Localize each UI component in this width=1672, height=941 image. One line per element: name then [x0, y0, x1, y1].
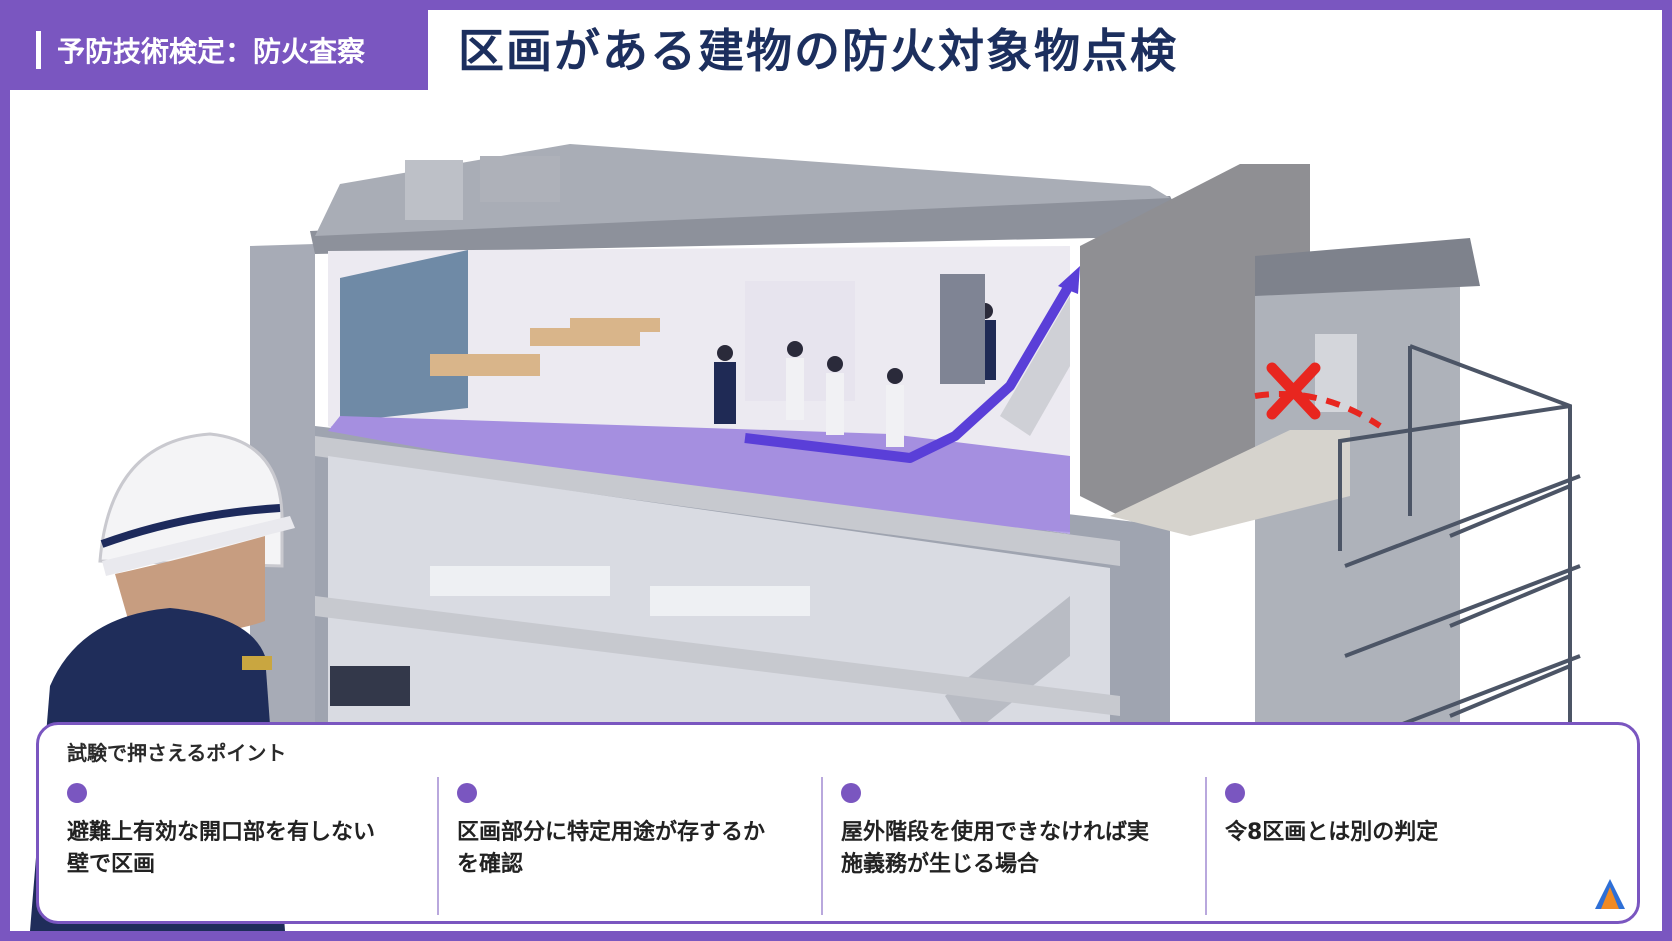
column-divider	[821, 777, 823, 915]
point-item: 屋外階段を使用できなければ実 施義務が生じる場合	[841, 783, 1201, 881]
point-item: 区画部分に特定用途が存するか を確認	[457, 783, 817, 881]
person-body	[886, 385, 904, 447]
point-item: 令8区画とは別の判定	[1225, 783, 1585, 849]
desk-3	[570, 318, 660, 332]
lower-desks	[430, 566, 610, 596]
person-head	[887, 368, 903, 384]
brand-logo-icon	[1595, 879, 1625, 909]
bullet-dot-icon	[841, 783, 861, 803]
column-divider	[437, 777, 439, 915]
fire-separation-wall	[1080, 164, 1310, 516]
evacuation-route-arrow-icon	[744, 281, 1075, 463]
point-item: 避難上有効な開口部を有しない 壁で区画	[67, 783, 427, 881]
rooftop-unit-2	[480, 156, 560, 202]
desk-2	[530, 328, 640, 346]
category-tag: 予防技術検定：防火査察	[10, 10, 428, 90]
floor-slab-2	[315, 596, 1120, 716]
bullet-dot-icon	[457, 783, 477, 803]
page-title: 区画がある建物の防火対象物点検	[458, 24, 1178, 78]
lower-stair	[945, 596, 1070, 736]
rooftop-unit	[405, 160, 463, 220]
person-body	[714, 362, 736, 424]
inspector-helmet-icon	[98, 432, 295, 576]
clipboard	[330, 666, 410, 706]
lower-desks-2	[650, 586, 810, 616]
column-divider	[1205, 777, 1207, 915]
blocked-route-x-icon	[1266, 362, 1321, 420]
point-text: 令8区画とは別の判定	[1225, 820, 1439, 845]
lower-floor-band	[315, 436, 1120, 566]
shoulder-badge	[242, 656, 272, 670]
person-body	[826, 373, 844, 435]
office-windows	[340, 250, 468, 422]
person-head	[827, 356, 843, 372]
desk-1	[430, 354, 540, 376]
balcony-slab	[1110, 430, 1350, 536]
person-body	[786, 358, 804, 420]
slide-frame: 予防技術検定：防火査察 区画がある建物の防火対象物点検	[10, 10, 1662, 931]
right-door	[1315, 334, 1357, 412]
category-tag-label: 予防技術検定：防火査察	[57, 35, 366, 68]
person-head	[717, 345, 733, 361]
office-floor-carpet	[328, 416, 1070, 532]
roof-slab	[310, 196, 1190, 254]
elevator-door	[940, 274, 985, 384]
exam-points-panel: 試験で押さえるポイント 避難上有効な開口部を有しない 壁で区画 区画部分に特定用…	[36, 722, 1640, 924]
tag-bar	[36, 31, 41, 69]
route-arrowhead	[1058, 266, 1080, 294]
bullet-dot-icon	[67, 783, 87, 803]
inspector-head	[115, 536, 265, 633]
point-text: 区画部分に特定用途が存するか を確認	[457, 820, 766, 877]
interior-stair	[1000, 296, 1070, 436]
panel-title: 試験で押さえるポイント	[67, 741, 287, 765]
person-head	[787, 341, 803, 357]
building-illustration	[30, 144, 1581, 931]
lower-floor-interior	[328, 456, 1110, 796]
point-text: 避難上有効な開口部を有しない 壁で区画	[67, 820, 376, 877]
right-block-roof	[1255, 238, 1480, 296]
point-text: 屋外階段を使用できなければ実 施義務が生じる場合	[841, 820, 1150, 877]
bullet-dot-icon	[1225, 783, 1245, 803]
